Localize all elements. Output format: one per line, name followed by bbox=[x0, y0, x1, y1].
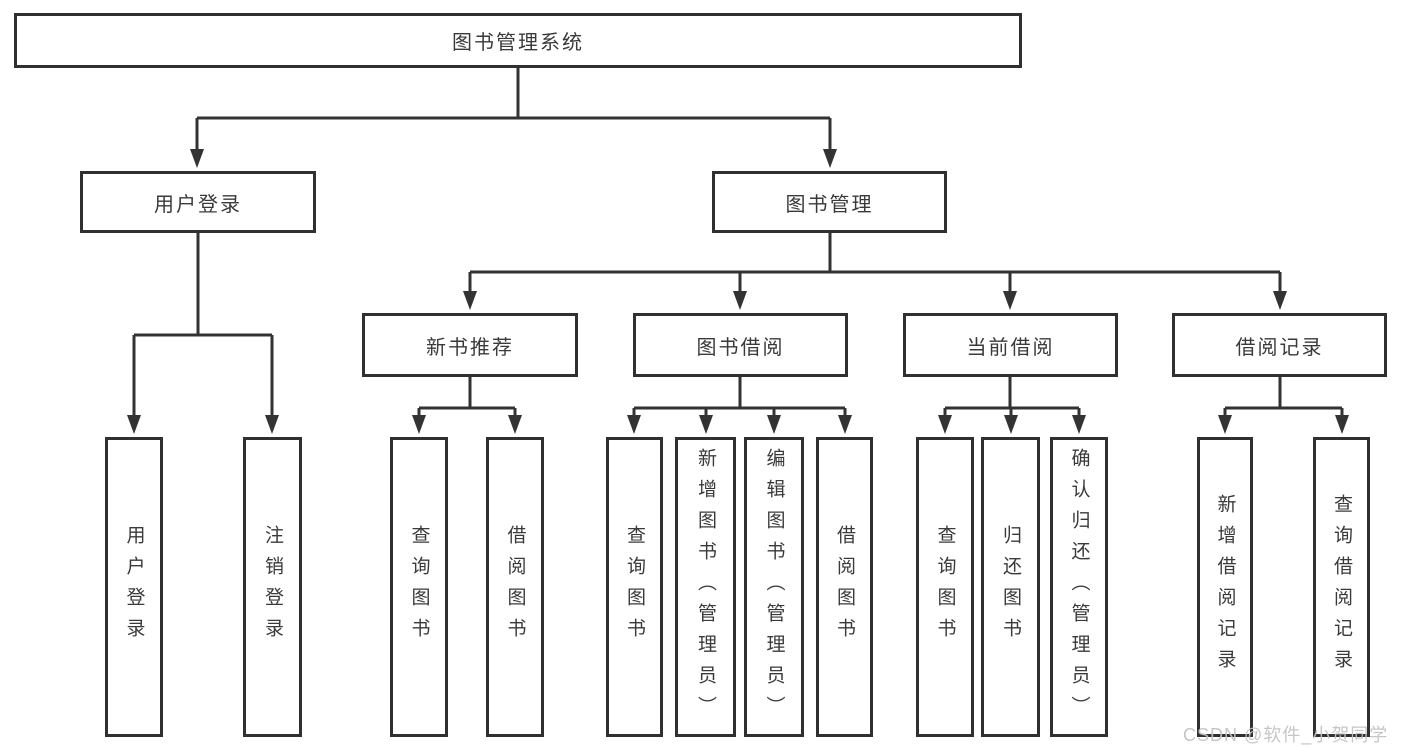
leaf-bb-query-book-label: 查询图书 bbox=[624, 525, 645, 649]
leaf-cb-query-book-label: 查询图书 bbox=[934, 525, 956, 649]
leaf-bb-add-book: 新增图书（管理员） bbox=[675, 437, 736, 737]
csdn-watermark: CSDN @软件_小贺同学 bbox=[1183, 725, 1389, 745]
node-user-login-label: 用户登录 bbox=[154, 193, 242, 216]
node-new-book-rec-label: 新书推荐 bbox=[426, 336, 514, 359]
leaf-cb-query-book: 查询图书 bbox=[916, 437, 974, 737]
leaf-br-add-record-label: 新增借阅记录 bbox=[1214, 494, 1236, 680]
arrowheads bbox=[127, 149, 1349, 434]
leaf-cb-confirm-return-label: 确认归还（管理员） bbox=[1068, 447, 1090, 727]
node-borrow-records: 借阅记录 bbox=[1172, 313, 1387, 377]
leaf-logout: 注销登录 bbox=[243, 437, 302, 737]
leaf-rec-query-book: 查询图书 bbox=[390, 437, 448, 737]
leaf-bb-query-book: 查询图书 bbox=[606, 437, 663, 737]
leaf-cb-return-book: 归还图书 bbox=[981, 437, 1040, 737]
node-book-mgmt-label: 图书管理 bbox=[785, 193, 874, 216]
leaf-bb-add-book-label: 新增图书（管理员） bbox=[695, 447, 716, 727]
leaf-br-query-record: 查询借阅记录 bbox=[1313, 437, 1370, 737]
node-user-login: 用户登录 bbox=[80, 171, 316, 233]
node-borrow-records-label: 借阅记录 bbox=[1235, 336, 1324, 359]
node-current-borrow: 当前借阅 bbox=[903, 313, 1118, 377]
leaf-bb-borrow-book-label: 借阅图书 bbox=[834, 525, 855, 649]
leaf-rec-borrow-book: 借阅图书 bbox=[486, 437, 544, 737]
leaf-bb-edit-book-label: 编辑图书（管理员） bbox=[763, 447, 785, 727]
leaf-br-add-record: 新增借阅记录 bbox=[1197, 437, 1253, 737]
node-root-label: 图书管理系统 bbox=[452, 32, 584, 54]
leaf-br-query-record-label: 查询借阅记录 bbox=[1331, 494, 1352, 680]
leaf-logout-label: 注销登录 bbox=[262, 525, 283, 649]
leaf-cb-return-book-label: 归还图书 bbox=[1000, 525, 1021, 649]
node-root: 图书管理系统 bbox=[14, 13, 1022, 68]
leaf-bb-borrow-book: 借阅图书 bbox=[816, 437, 873, 737]
node-book-borrow-label: 图书借阅 bbox=[696, 336, 785, 359]
leaf-bb-edit-book: 编辑图书（管理员） bbox=[744, 437, 804, 737]
node-book-borrow: 图书借阅 bbox=[633, 313, 848, 377]
leaf-rec-query-book-label: 查询图书 bbox=[408, 525, 430, 649]
node-book-mgmt: 图书管理 bbox=[712, 171, 947, 233]
node-new-book-rec: 新书推荐 bbox=[362, 313, 578, 377]
leaf-rec-borrow-book-label: 借阅图书 bbox=[504, 525, 526, 649]
leaf-user-login: 用户登录 bbox=[105, 437, 163, 737]
leaf-cb-confirm-return: 确认归还（管理员） bbox=[1050, 437, 1108, 737]
node-current-borrow-label: 当前借阅 bbox=[966, 336, 1055, 359]
leaf-user-login-label: 用户登录 bbox=[123, 525, 145, 649]
